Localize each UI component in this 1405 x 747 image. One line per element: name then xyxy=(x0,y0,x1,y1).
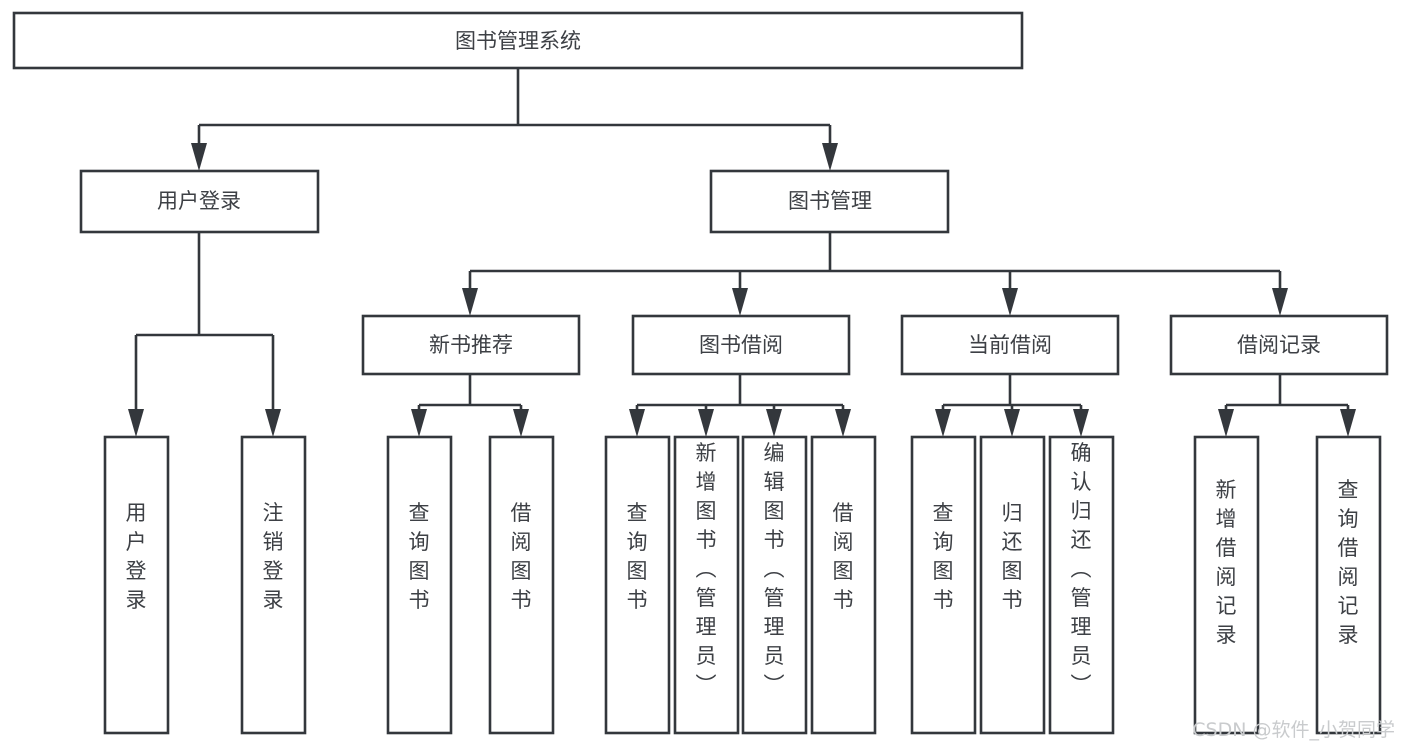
node-book-borrow-box[interactable] xyxy=(631,314,851,376)
leaf-confirm-return[interactable]: 确认归还︵管理员︶ xyxy=(1048,435,1115,735)
leaf-query-book-3-label: 查询图书 xyxy=(933,501,954,612)
node-root-box[interactable] xyxy=(12,11,1024,70)
leaf-query-book-2[interactable]: 查询图书 xyxy=(604,435,671,735)
arrowhead-current-borrow xyxy=(1002,288,1018,316)
leaf-confirm-return-label: 确认归还︵管理员︶ xyxy=(1071,441,1092,697)
node-book-manage-label: 图书管理 xyxy=(788,189,872,213)
leaf-borrow-book-2-label: 借阅图书 xyxy=(833,501,854,612)
leaf-return-book[interactable]: 归还图书 xyxy=(979,435,1046,735)
node-book-manage-box[interactable] xyxy=(709,169,950,234)
arrowhead-leaf-logout-login xyxy=(265,409,281,437)
connector-group-borrow-record xyxy=(1218,374,1356,437)
arrowhead-user-login xyxy=(191,143,207,171)
leaf-borrow-book-1[interactable]: 借阅图书 xyxy=(488,435,555,735)
leaf-query-record[interactable]: 查询借阅记录 xyxy=(1315,435,1382,735)
leaf-query-book-3[interactable]: 查询图书 xyxy=(910,435,977,735)
node-user-login-box[interactable] xyxy=(79,169,320,234)
leaf-query-record-label: 查询借阅记录 xyxy=(1338,478,1359,647)
leaf-logout-login[interactable]: 注销登录 xyxy=(240,435,307,735)
connector-group-book-manage xyxy=(462,232,1288,316)
arrowhead-leaf-query-record xyxy=(1340,409,1356,437)
leaf-add-book[interactable]: 新增图书︵管理员︶ xyxy=(673,435,740,735)
arrowhead-leaf-borrow-book-2 xyxy=(835,409,851,437)
connector-group-user-login xyxy=(128,232,281,437)
leaf-edit-book-label: 编辑图书︵管理员︶ xyxy=(764,441,785,697)
node-book-manage[interactable]: 图书管理 xyxy=(709,169,950,234)
arrowhead-leaf-add-record xyxy=(1218,409,1234,437)
arrowhead-borrow-record xyxy=(1272,288,1288,316)
node-current-borrow-label: 当前借阅 xyxy=(968,333,1052,357)
leaf-borrow-book-2[interactable]: 借阅图书 xyxy=(810,435,877,735)
arrowhead-leaf-query-book-1 xyxy=(411,409,427,437)
leaf-user-login[interactable]: 用户登录 xyxy=(103,435,170,735)
connector-group-root xyxy=(191,68,838,171)
node-current-borrow-box[interactable] xyxy=(900,314,1120,376)
leaf-edit-book[interactable]: 编辑图书︵管理员︶ xyxy=(741,435,808,735)
leaf-user-login-label: 用户登录 xyxy=(126,501,147,612)
node-user-login-label: 用户登录 xyxy=(157,189,241,213)
node-borrow-record[interactable]: 借阅记录 xyxy=(1169,314,1389,376)
leaf-query-book-1[interactable]: 查询图书 xyxy=(386,435,453,735)
arrowhead-leaf-query-book-2 xyxy=(629,409,645,437)
arrowhead-book-borrow xyxy=(732,288,748,316)
csdn-watermark: CSDN @软件_小贺同学 xyxy=(1192,719,1395,741)
node-root-label: 图书管理系统 xyxy=(455,29,581,53)
node-current-borrow[interactable]: 当前借阅 xyxy=(900,314,1120,376)
node-user-login[interactable]: 用户登录 xyxy=(79,169,320,234)
node-root[interactable]: 图书管理系统 xyxy=(12,11,1024,70)
leaf-add-record[interactable]: 新增借阅记录 xyxy=(1193,435,1260,735)
leaf-borrow-book-1-label: 借阅图书 xyxy=(511,501,532,612)
connector-group-book-borrow xyxy=(629,374,851,437)
leaf-add-record-box[interactable] xyxy=(1193,435,1260,735)
leaf-borrow-book-2-box[interactable] xyxy=(810,435,877,735)
arrowhead-leaf-return-book xyxy=(1004,409,1020,437)
leaf-query-book-1-box[interactable] xyxy=(386,435,453,735)
leaf-query-book-2-box[interactable] xyxy=(604,435,671,735)
leaf-return-book-box[interactable] xyxy=(979,435,1046,735)
node-borrow-record-box[interactable] xyxy=(1169,314,1389,376)
connector-group-new-book-recommend xyxy=(411,374,529,437)
node-book-borrow-label: 图书借阅 xyxy=(699,333,783,357)
leaf-query-record-box[interactable] xyxy=(1315,435,1382,735)
leaf-query-book-3-box[interactable] xyxy=(910,435,977,735)
node-new-book-recommend[interactable]: 新书推荐 xyxy=(361,314,581,376)
leaf-edit-book-box[interactable] xyxy=(741,435,808,735)
leaf-confirm-return-box[interactable] xyxy=(1048,435,1115,735)
leaf-borrow-book-1-box[interactable] xyxy=(488,435,555,735)
node-new-book-recommend-box[interactable] xyxy=(361,314,581,376)
node-borrow-record-label: 借阅记录 xyxy=(1237,333,1321,357)
leaf-query-book-2-label: 查询图书 xyxy=(627,501,648,612)
leaf-logout-login-label: 注销登录 xyxy=(263,501,284,612)
node-new-book-recommend-label: 新书推荐 xyxy=(429,333,513,357)
arrowhead-leaf-borrow-book-1 xyxy=(513,409,529,437)
arrowhead-new-book-recommend xyxy=(462,288,478,316)
leaf-add-book-box[interactable] xyxy=(673,435,740,735)
leaf-return-book-label: 归还图书 xyxy=(1002,501,1023,612)
leaf-add-book-label: 新增图书︵管理员︶ xyxy=(696,441,717,697)
node-book-borrow[interactable]: 图书借阅 xyxy=(631,314,851,376)
leaf-query-book-1-label: 查询图书 xyxy=(409,501,430,612)
leaf-add-record-label: 新增借阅记录 xyxy=(1216,478,1237,647)
arrowhead-book-manage xyxy=(822,143,838,171)
arrowhead-leaf-query-book-3 xyxy=(935,409,951,437)
connector-group-current-borrow xyxy=(935,374,1089,437)
leaf-logout-login-box[interactable] xyxy=(240,435,307,735)
arrowhead-leaf-add-book xyxy=(698,409,714,437)
arrowhead-leaf-user-login xyxy=(128,409,144,437)
arrowhead-leaf-confirm-return xyxy=(1073,409,1089,437)
leaf-user-login-box[interactable] xyxy=(103,435,170,735)
arrowhead-leaf-edit-book xyxy=(766,409,782,437)
